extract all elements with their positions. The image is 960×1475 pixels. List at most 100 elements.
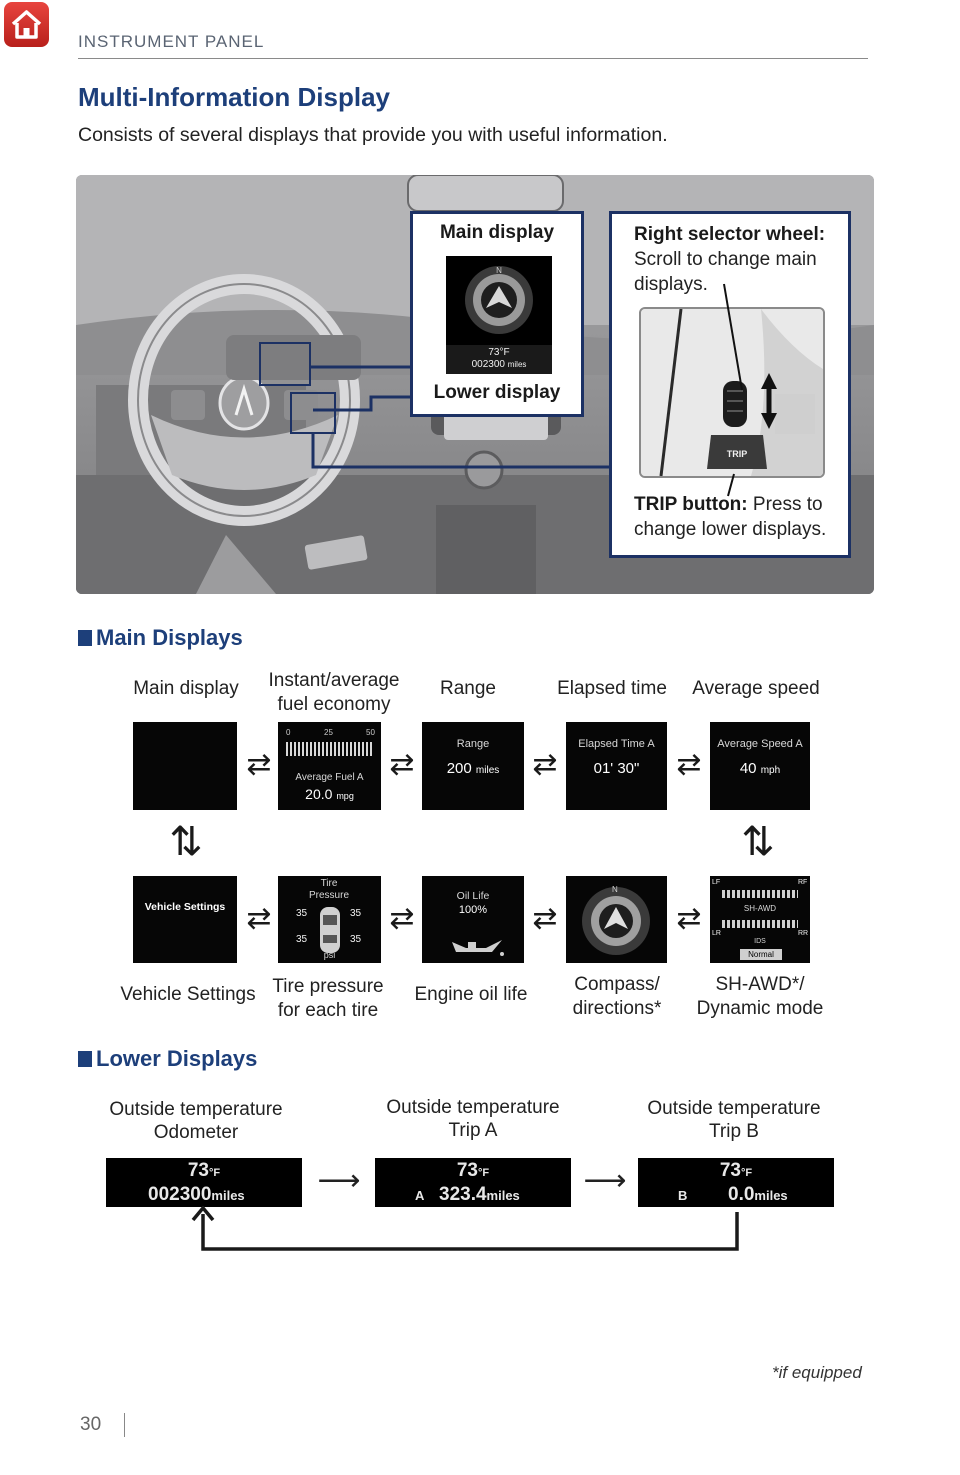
screen-compass: N <box>566 876 667 963</box>
caption-trip-b: Outside temperature Trip B <box>647 1098 821 1142</box>
swap-arrow: ⇄ <box>532 902 558 935</box>
awd-front-bar <box>722 890 798 898</box>
compass-icon: N <box>465 266 533 334</box>
svg-text:N: N <box>496 266 502 275</box>
tire-lr: 35 <box>296 934 308 945</box>
oil-life-value: 100% <box>458 904 488 916</box>
tire-rr: 35 <box>350 934 362 945</box>
awd-mode: Normal <box>740 949 782 960</box>
control-leaders <box>723 283 743 497</box>
awd-ids: IDS <box>754 938 766 945</box>
compass-icon <box>582 887 650 955</box>
tire-unit: psi <box>323 950 336 960</box>
fuel-bar-graph <box>286 742 372 756</box>
screen-vehicle-settings: Vehicle Settings <box>133 876 237 963</box>
oil-can-icon <box>452 940 504 956</box>
controls-callout: Right selector wheel: Scroll to change m… <box>609 211 851 558</box>
page-title: Multi-Information Display <box>78 82 390 112</box>
swap-arrow: ⇄ <box>676 902 702 935</box>
caption-odometer: Outside temperature Odometer <box>109 1099 283 1143</box>
range-label: Range <box>456 738 490 750</box>
swap-arrow: ⇄ <box>246 748 272 781</box>
fuel-value: 20.0 <box>305 786 333 802</box>
vertical-swap-arrow: ⇅ <box>169 820 203 864</box>
trip-button-desc: Press to change lower displays. <box>634 494 827 540</box>
screen-fuel-economy: 0 25 50 Average Fuel A 20.0 mpg <box>278 722 381 810</box>
caption-fuel-economy: Instant/average fuel economy <box>268 670 400 715</box>
lower-display-label: Lower display <box>433 382 561 403</box>
caption-compass: Compass/ directions* <box>572 974 662 1019</box>
next-arrow: ⟶ <box>317 1164 361 1197</box>
main-displays-bullet <box>78 630 92 646</box>
screen-elapsed-time: Elapsed Time A 01' 30" <box>566 722 667 810</box>
main-display-label: Main display <box>439 222 555 243</box>
awd-lr: LR <box>712 930 721 937</box>
swap-arrow: ⇄ <box>389 902 415 935</box>
compass-n: N <box>612 885 618 894</box>
screen-range: Range 200 miles <box>422 722 524 810</box>
fuel-label: Average Fuel A <box>295 772 364 783</box>
oil-life-label: Oil Life <box>456 890 490 902</box>
avg-speed-value: 40 <box>739 760 757 777</box>
dashboard-photo: Main display N 73°F 002300 miles Lower d… <box>76 175 874 594</box>
caption-range: Range <box>440 678 496 699</box>
cluster-screen: N 73°F 002300 miles <box>446 256 552 374</box>
range-unit: miles <box>475 765 500 776</box>
lower-readout-temp: 73°F <box>488 347 510 358</box>
callout-leaders <box>311 365 610 469</box>
avg-speed-label: Average Speed A <box>717 738 803 750</box>
avg-speed-unit: mph <box>760 765 781 776</box>
fuel-scale-0: 0 <box>286 728 291 737</box>
scroll-wheel-icon <box>723 381 747 427</box>
home-button[interactable] <box>4 2 49 47</box>
lower-displays-heading: Lower Displays <box>96 1046 258 1071</box>
home-icon <box>11 10 42 39</box>
screen-oil-life: Oil Life 100% <box>422 876 524 963</box>
swap-arrow: ⇄ <box>676 748 702 781</box>
range-value: 200 <box>446 760 472 777</box>
awd-rear-bar <box>722 920 798 928</box>
selector-wheel-desc: Scroll to change main displays. <box>634 249 817 295</box>
swap-arrow: ⇄ <box>246 902 272 935</box>
tire-rf: 35 <box>350 908 362 919</box>
lower-displays-bullet <box>78 1051 92 1067</box>
selector-wheel-title: Right selector wheel: <box>634 224 826 245</box>
caption-tire-pressure: Tire pressure for each tire <box>272 976 384 1021</box>
lower-readout-odo: 002300 <box>471 359 505 370</box>
intro-text: Consists of several displays that provid… <box>78 124 668 146</box>
swap-arrow: ⇄ <box>389 748 415 781</box>
tire-lf: 35 <box>296 908 308 919</box>
caption-elapsed-time: Elapsed time <box>557 678 667 699</box>
page-number: 30 <box>80 1414 102 1435</box>
fuel-unit: mpg <box>336 791 354 801</box>
footer-divider <box>124 1413 125 1437</box>
screen-tire-pressure: Tire Pressure 35 35 35 35 psi <box>278 876 381 963</box>
tire-pressure-label: Tire Pressure <box>308 878 349 901</box>
elapsed-label: Elapsed Time A <box>578 738 655 750</box>
caption-main-display: Main display <box>133 678 239 699</box>
main-display-marker <box>259 342 311 386</box>
caption-engine-oil: Engine oil life <box>414 984 528 1005</box>
elapsed-value: 01' 30" <box>593 760 640 777</box>
caption-sh-awd: SH-AWD*/ Dynamic mode <box>696 974 824 1019</box>
car-top-icon <box>320 907 340 953</box>
screen-average-speed: Average Speed A 40 mph <box>710 722 810 810</box>
lower-screen-trip-b: 73°F B 0.0miles <box>638 1158 834 1207</box>
section-label: INSTRUMENT PANEL <box>78 32 265 51</box>
awd-rr: RR <box>798 930 809 937</box>
vertical-swap-arrow: ⇅ <box>741 820 775 864</box>
main-display-callout: Main display N 73°F 002300 miles Lower d… <box>410 211 584 417</box>
caption-vehicle-settings: Vehicle Settings <box>120 984 256 1005</box>
next-arrow: ⟶ <box>583 1164 627 1197</box>
lower-screen-trip-a: 73°F A 323.4miles <box>375 1158 571 1207</box>
fuel-scale-25: 25 <box>324 728 333 737</box>
awd-rf: RF <box>798 879 808 886</box>
lower-screen-odometer: 73°F 002300miles <box>106 1158 302 1207</box>
vehicle-settings-label: Vehicle Settings <box>144 901 226 913</box>
screen-sh-awd: LF RF SH-AWD LR RR IDS Normal <box>710 876 810 963</box>
awd-label: SH-AWD <box>743 904 777 913</box>
trip-button-label: TRIP <box>727 449 748 459</box>
screen-main-display <box>133 722 237 810</box>
caption-average-speed: Average speed <box>692 678 820 699</box>
caption-trip-a: Outside temperature Trip A <box>386 1097 560 1141</box>
